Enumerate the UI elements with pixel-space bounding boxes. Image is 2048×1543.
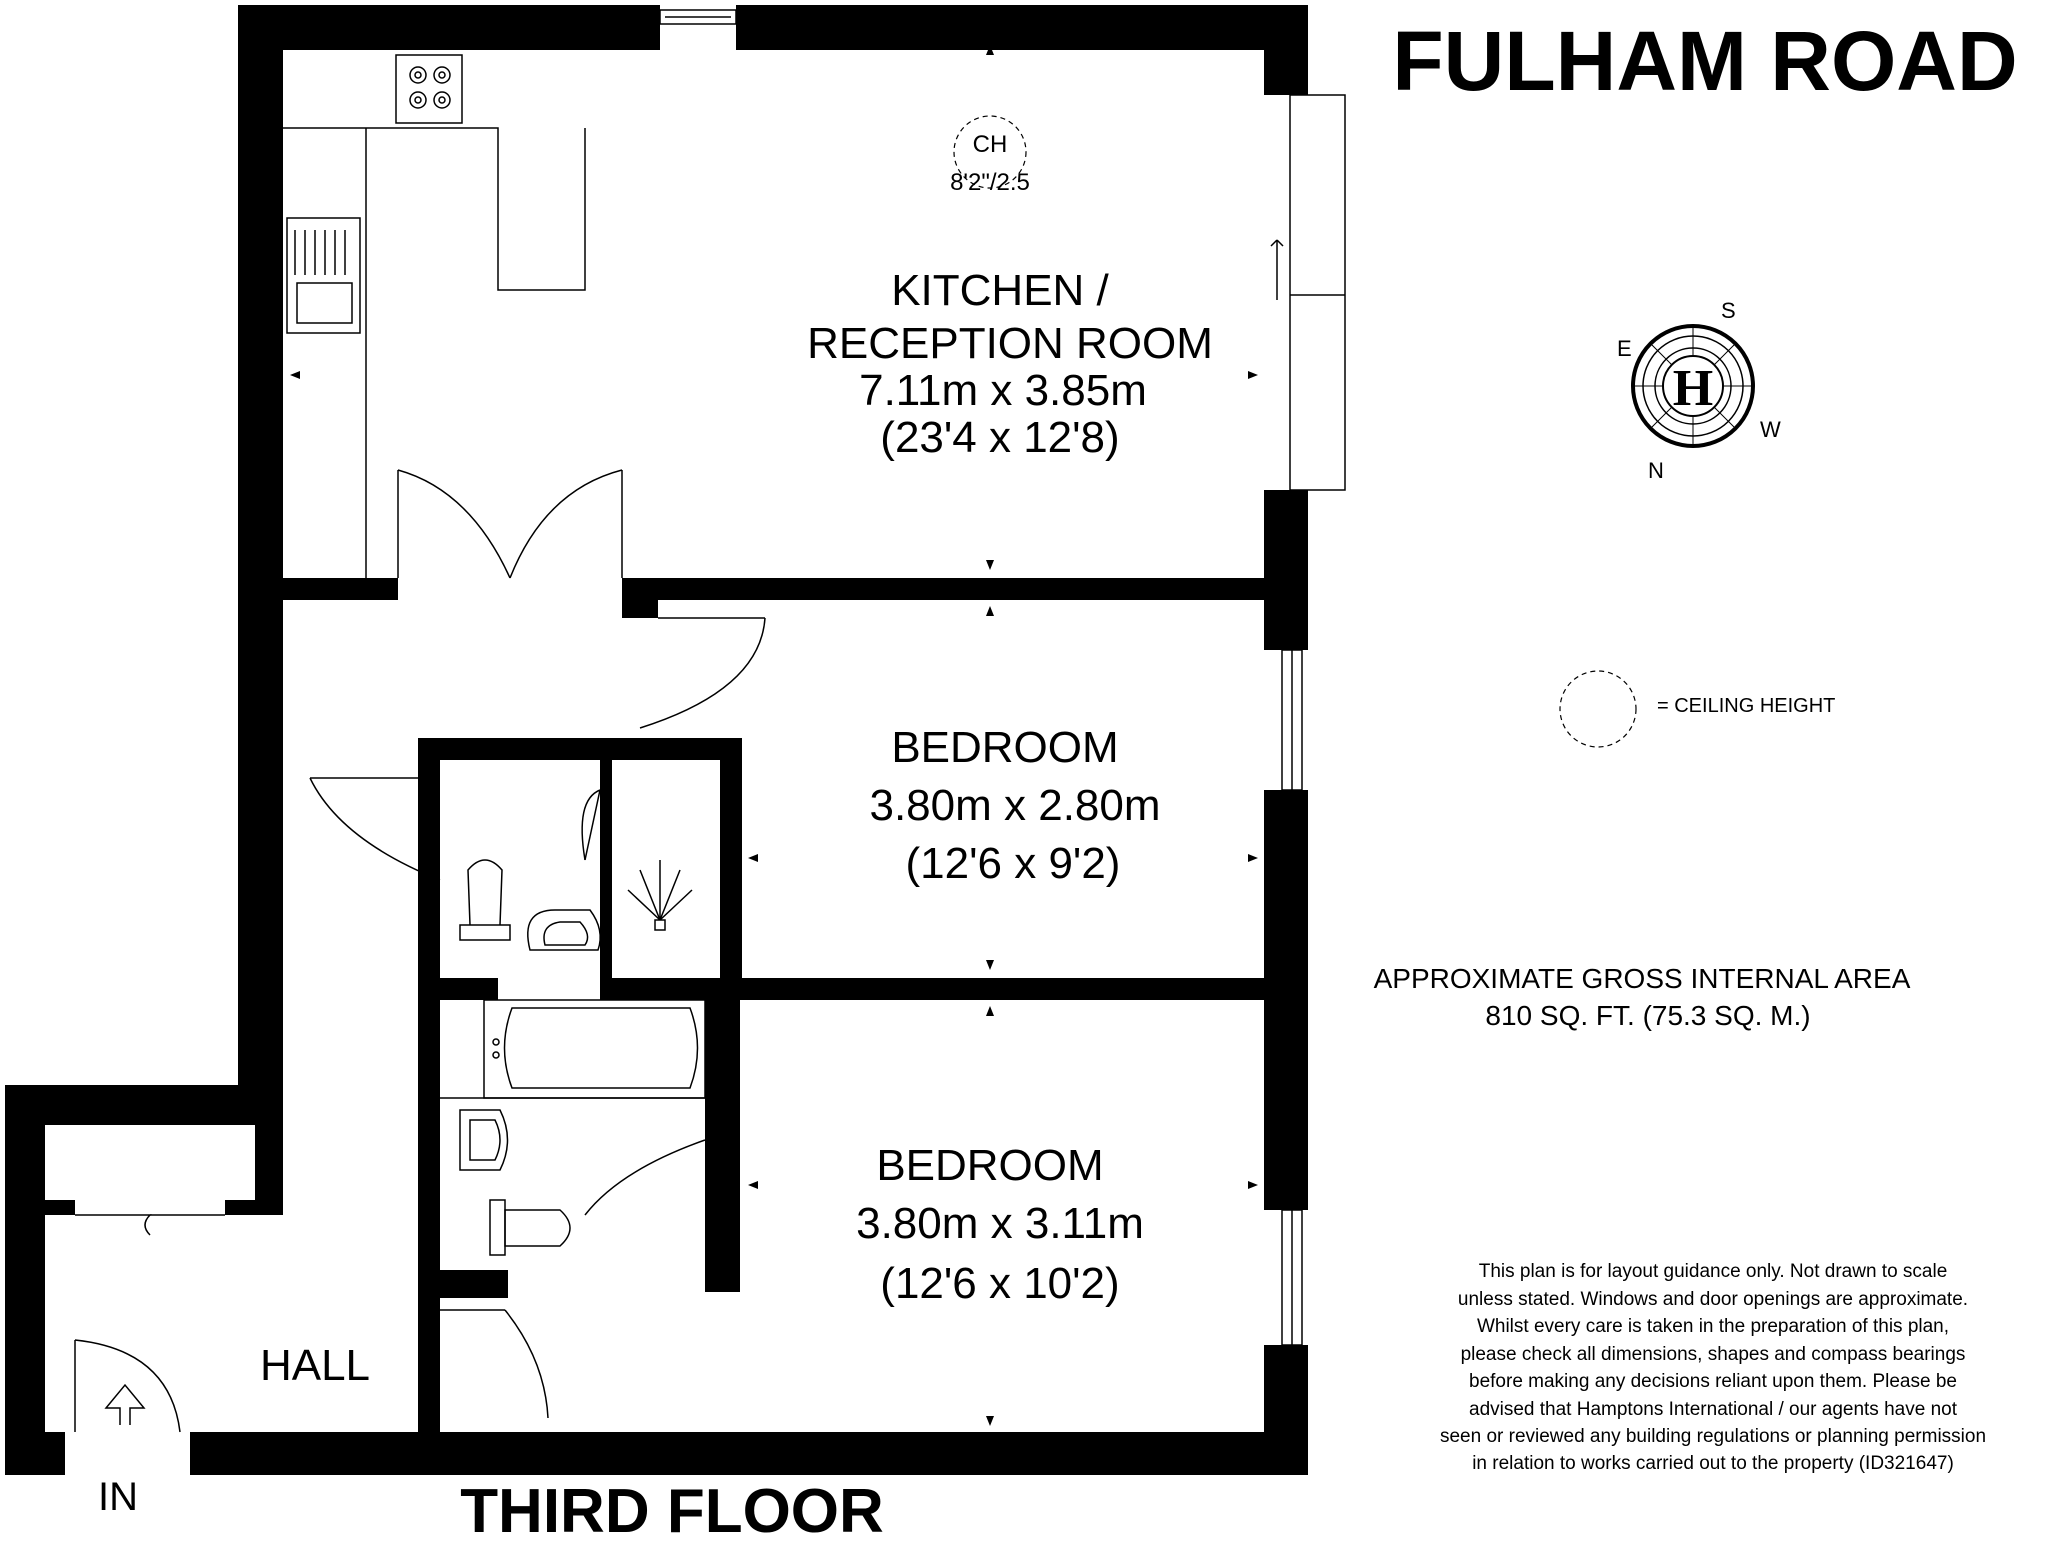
area-heading: APPROXIMATE GROSS INTERNAL AREA	[1374, 963, 1911, 994]
compass-west: W	[1760, 417, 1781, 442]
entrance-label: IN	[98, 1475, 138, 1519]
bedroom2-metric: 3.80m x 3.11m	[856, 1199, 1144, 1248]
disclaimer-line: unless stated. Windows and door openings…	[1458, 1289, 1968, 1310]
disclaimer-line: before making any decisions reliant upon…	[1469, 1371, 1957, 1392]
compass-north: N	[1648, 458, 1664, 483]
disclaimer-line: please check all dimensions, shapes and …	[1461, 1344, 1966, 1365]
kitchen-imperial: (23'4 x 12'8)	[880, 413, 1119, 462]
bathroom-fittings	[440, 859, 706, 1256]
kitchen-name-line1: KITCHEN /	[891, 266, 1109, 315]
door-swings	[74, 469, 766, 1433]
legend-ceiling-icon	[1559, 670, 1637, 748]
compass-logo: H	[1673, 360, 1713, 417]
compass-east: E	[1617, 336, 1632, 361]
bedroom1-imperial: (12'6 x 9'2)	[906, 839, 1121, 888]
disclaimer-line: This plan is for layout guidance only. N…	[1479, 1261, 1948, 1282]
disclaimer-line: seen or reviewed any building regulation…	[1440, 1426, 1986, 1447]
bedroom2-name: BEDROOM	[876, 1141, 1103, 1190]
ceiling-height-marker	[953, 115, 1027, 189]
disclaimer-line: Whilst every care is taken in the prepar…	[1477, 1316, 1949, 1337]
ceiling-height-value: 8'2"/2.5	[950, 169, 1030, 196]
disclaimer-line: in relation to works carried out to the …	[1472, 1453, 1954, 1474]
windows	[659, 9, 1346, 1346]
compass-south: S	[1721, 298, 1736, 323]
kitchen-name-line2: RECEPTION ROOM	[807, 319, 1213, 368]
bedroom1-metric: 3.80m x 2.80m	[869, 781, 1160, 830]
kitchen-metric: 7.11m x 3.85m	[859, 366, 1147, 415]
floor-label: THIRD FLOOR	[460, 1477, 884, 1543]
bedroom2-imperial: (12'6 x 10'2)	[880, 1259, 1119, 1308]
hall-name: HALL	[260, 1341, 370, 1390]
legend-ceiling-label: = CEILING HEIGHT	[1657, 695, 1835, 717]
disclaimer: This plan is for layout guidance only. N…	[1440, 1261, 1986, 1474]
entrance-arrow-icon	[104, 1383, 146, 1425]
plan-title: FULHAM ROAD	[1392, 14, 2017, 108]
dimension-ticks	[290, 45, 1258, 1426]
disclaimer-line: advised that Hamptons International / ou…	[1469, 1399, 1958, 1420]
bedroom1-name: BEDROOM	[891, 723, 1118, 772]
kitchen-fittings	[283, 54, 586, 578]
ceiling-height-label: CH	[973, 131, 1008, 158]
area-value: 810 SQ. FT. (75.3 SQ. M.)	[1485, 1000, 1810, 1031]
compass-rose-icon	[1631, 324, 1755, 448]
